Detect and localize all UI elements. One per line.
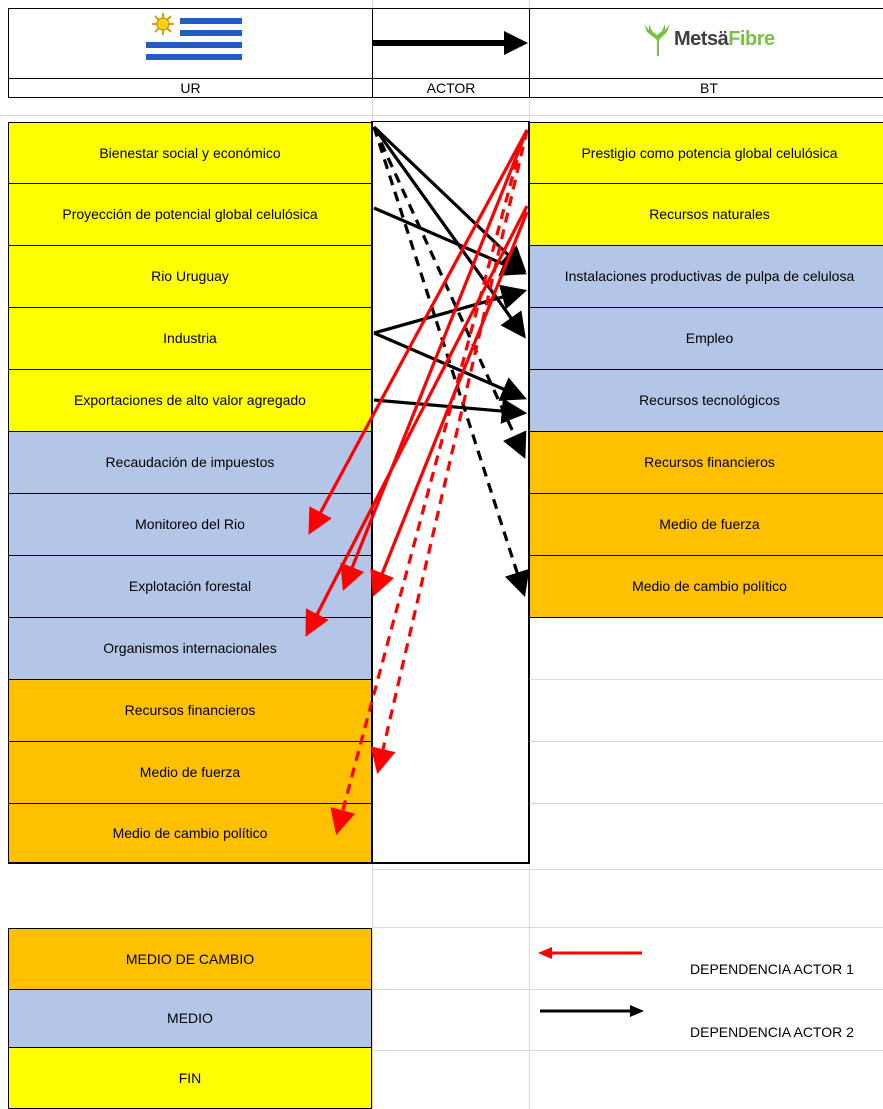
- bt-item-label: Prestigio como potencia global celulósic…: [581, 144, 838, 161]
- logo-text-fibre: Fibre: [728, 28, 775, 50]
- legend-medio: MEDIO: [8, 990, 372, 1048]
- ur-item-label: Monitoreo del Rio: [135, 516, 245, 533]
- ur-item: Medio de fuerza: [8, 742, 372, 804]
- actor2-arrow: [372, 126, 526, 339]
- legend-label: MEDIO DE CAMBIO: [125, 950, 255, 967]
- actor1-arrow-dashed: [330, 159, 519, 836]
- actor2-arrow: [373, 331, 527, 401]
- bt-item-label: Recursos naturales: [649, 206, 770, 223]
- actor-column-header: ACTOR: [372, 78, 530, 98]
- ur-item-label: Industria: [163, 330, 217, 347]
- actor2-arrow-dashed: [372, 126, 527, 459]
- actor-column-top-border: [372, 121, 529, 122]
- gridline: [372, 1050, 883, 1051]
- metsa-fibre-logo: MetsäFibre: [640, 20, 800, 60]
- ur-item: Recaudación de impuestos: [8, 432, 372, 494]
- ur-item-label: Proyección de potencial global celulósic…: [62, 206, 318, 223]
- legend-label: MEDIO: [167, 1010, 213, 1027]
- legend-actor2-text: DEPENDENCIA ACTOR 2: [690, 1024, 854, 1040]
- ur-item-label: Rio Uruguay: [151, 268, 229, 285]
- actor1-arrow-dashed: [370, 129, 529, 775]
- ur-column-header-label: UR: [180, 80, 201, 96]
- gridline: [372, 869, 883, 870]
- legend-medio-de-cambio: MEDIO DE CAMBIO: [8, 928, 372, 990]
- bt-column-header: BT: [529, 78, 883, 98]
- antler-icon: [644, 24, 670, 56]
- ur-item-label: Medio de fuerza: [139, 764, 241, 781]
- gridline: [372, 989, 883, 990]
- ur-item: Recursos financieros: [8, 680, 372, 742]
- ur-item: Bienestar social y económico: [8, 122, 372, 184]
- legend-label: FIN: [178, 1069, 202, 1086]
- actor1-arrow: [370, 211, 529, 597]
- bt-item-label: Medio de cambio político: [632, 578, 787, 595]
- bt-item: Recursos financieros: [529, 432, 883, 494]
- legend-fin: FIN: [8, 1048, 372, 1109]
- legend-red-arrow-icon: [538, 945, 644, 961]
- bt-item: Instalaciones productivas de pulpa de ce…: [529, 246, 883, 308]
- actor1-arrow: [308, 129, 529, 535]
- actor2-arrow: [373, 284, 528, 335]
- ur-item-label: Exportaciones de alto valor agregado: [74, 392, 306, 409]
- bt-item-label: Empleo: [685, 330, 734, 347]
- ur-item: Rio Uruguay: [8, 246, 372, 308]
- actor1-arrow: [340, 129, 529, 591]
- bt-empty-cell: [529, 618, 883, 680]
- uruguay-flag-icon: [146, 12, 242, 68]
- gridline: [372, 927, 883, 928]
- ur-item-label: Explotación forestal: [128, 578, 252, 595]
- ur-item: Proyección de potencial global celulósic…: [8, 184, 372, 246]
- ur-column-header: UR: [8, 78, 373, 98]
- ur-item: Industria: [8, 308, 372, 370]
- ur-item-label: Organismos internacionales: [103, 640, 277, 657]
- bt-item: Prestigio como potencia global celulósic…: [529, 122, 883, 184]
- bt-item: Medio de fuerza: [529, 494, 883, 556]
- actor-column-header-label: ACTOR: [426, 80, 476, 96]
- ur-item-label: Recaudación de impuestos: [105, 454, 275, 471]
- ur-item-label: Medio de cambio político: [112, 824, 268, 841]
- bt-item-label: Instalaciones productivas de pulpa de ce…: [564, 268, 855, 285]
- actor1-arrow: [305, 205, 529, 637]
- bt-item: Recursos naturales: [529, 184, 883, 246]
- logo-text-metsa: Metsä: [674, 28, 729, 50]
- bt-column-header-label: BT: [700, 80, 718, 96]
- bt-item-label: Recursos financieros: [644, 454, 775, 471]
- bt-item: Empleo: [529, 308, 883, 370]
- ur-item: Exportaciones de alto valor agregado: [8, 370, 372, 432]
- bt-empty-cell: [529, 804, 883, 864]
- bt-empty-cell: [529, 680, 883, 742]
- gridline: [0, 115, 883, 116]
- bt-empty-cell: [529, 742, 883, 804]
- ur-item: Medio de cambio político: [8, 804, 372, 864]
- bt-item-label: Medio de fuerza: [659, 516, 760, 533]
- legend-actor1-text: DEPENDENCIA ACTOR 1: [690, 961, 854, 977]
- bt-item-label: Recursos tecnológicos: [639, 392, 780, 409]
- ur-item-label: Recursos financieros: [124, 702, 256, 719]
- ur-item-label: Bienestar social y económico: [99, 144, 281, 161]
- bt-item: Medio de cambio político: [529, 556, 883, 618]
- header-direction-arrow-icon: [372, 28, 529, 58]
- bt-item: Recursos tecnológicos: [529, 370, 883, 432]
- ur-item: Explotación forestal: [8, 556, 372, 618]
- legend-black-arrow-icon: [540, 1003, 644, 1019]
